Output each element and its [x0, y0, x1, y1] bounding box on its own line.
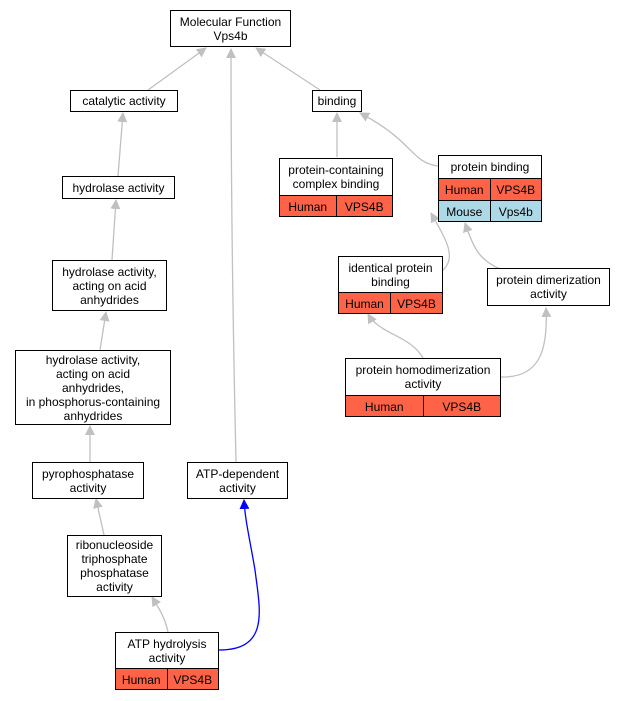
node-label: catalytic activity	[82, 94, 166, 108]
node-catalytic-activity[interactable]: catalytic activity	[70, 90, 178, 112]
edge-catalytic-to-root	[147, 47, 207, 91]
node-protein-homodimerization-activity[interactable]: protein homodimerization activity Human …	[345, 358, 501, 417]
edge-dimerization-to-protein-binding	[463, 222, 501, 270]
node-atp-dependent-activity[interactable]: ATP-dependent activity	[187, 462, 288, 499]
node-identical-protein-binding[interactable]: identical protein binding Human VPS4B	[338, 256, 443, 314]
node-label: Molecular Function Vps4b	[179, 14, 282, 43]
edge-atp-dependent-to-root	[226, 48, 237, 463]
edge-ribonucleoside-to-pyrophosphatase	[93, 498, 105, 536]
node-hydrolase-acting-on-acid-anhydrides[interactable]: hydrolase activity, acting on acid anhyd…	[52, 260, 167, 311]
species-cell: Human	[439, 179, 490, 200]
ortholog-row: Human VPS4B	[346, 395, 500, 416]
node-molecular-function[interactable]: Molecular Function Vps4b	[170, 10, 291, 47]
ortholog-row: Human VPS4B	[116, 668, 218, 689]
node-label: ribonucleoside triphosphate phosphatase …	[75, 538, 154, 594]
edge-homodimerization-to-identical	[367, 313, 424, 359]
edge-binding-to-root	[255, 47, 321, 91]
gene-cell: VPS4B	[390, 293, 442, 313]
edge-hydrolase-acid-to-hydrolase	[110, 199, 121, 261]
node-label: identical protein binding	[348, 260, 433, 289]
node-label: hydrolase activity, acting on acid anhyd…	[25, 352, 161, 423]
species-cell: Human	[116, 669, 167, 689]
node-label: ATP hydrolysis activity	[127, 636, 207, 665]
gene-cell: Vps4b	[489, 201, 541, 221]
node-binding[interactable]: binding	[312, 90, 362, 112]
node-label: protein dimerization activity	[496, 273, 601, 301]
edge-homodimerization-to-dimerization	[500, 307, 552, 378]
edge-hydrolase-to-catalytic	[117, 112, 128, 177]
edge-identical-to-protein-binding	[430, 212, 451, 275]
species-cell: Human	[339, 293, 390, 313]
species-cell: Human	[346, 396, 423, 416]
node-protein-dimerization-activity[interactable]: protein dimerization activity	[487, 268, 610, 306]
species-cell: Mouse	[439, 201, 490, 221]
node-ribonucleoside-triphosphate-phosphatase-activity[interactable]: ribonucleoside triphosphate phosphatase …	[67, 535, 162, 597]
node-label: ATP-dependent activity	[195, 466, 280, 495]
node-label: binding	[317, 94, 357, 108]
node-label: protein-containing complex binding	[288, 163, 384, 191]
node-protein-containing-complex-binding[interactable]: protein-containing complex binding Human…	[279, 158, 393, 217]
node-hydrolase-activity[interactable]: hydrolase activity	[62, 176, 175, 199]
ortholog-row: Mouse Vps4b	[439, 200, 541, 221]
edge-protein-binding-to-binding	[359, 112, 439, 167]
node-label: protein binding	[450, 160, 530, 174]
edge-phosphorus-to-hydrolase-acid	[99, 311, 110, 351]
gene-cell: VPS4B	[335, 196, 392, 216]
node-protein-binding[interactable]: protein binding Human VPS4B Mouse Vps4b	[438, 155, 542, 222]
edge-atp-hydrolysis-to-ribonucleoside	[151, 596, 169, 633]
node-hydrolase-phosphorus-containing-anhydrides[interactable]: hydrolase activity, acting on acid anhyd…	[15, 350, 171, 425]
ortholog-row: Human VPS4B	[439, 178, 541, 200]
node-atp-hydrolysis-activity[interactable]: ATP hydrolysis activity Human VPS4B	[115, 632, 219, 690]
species-cell: Human	[280, 196, 336, 216]
node-pyrophosphatase-activity[interactable]: pyrophosphatase activity	[32, 462, 144, 499]
node-label: pyrophosphatase activity	[41, 466, 135, 495]
gene-cell: VPS4B	[422, 396, 500, 416]
gene-cell: VPS4B	[489, 179, 541, 200]
ortholog-row: Human VPS4B	[280, 195, 392, 216]
node-label: protein homodimerization activity	[355, 363, 491, 391]
edge-atp-hydrolysis-to-atp-dependent	[218, 499, 260, 651]
gene-cell: VPS4B	[166, 669, 218, 689]
node-label: hydrolase activity	[72, 180, 165, 195]
ortholog-row: Human VPS4B	[339, 292, 442, 313]
node-label: hydrolase activity, acting on acid anhyd…	[62, 264, 157, 307]
